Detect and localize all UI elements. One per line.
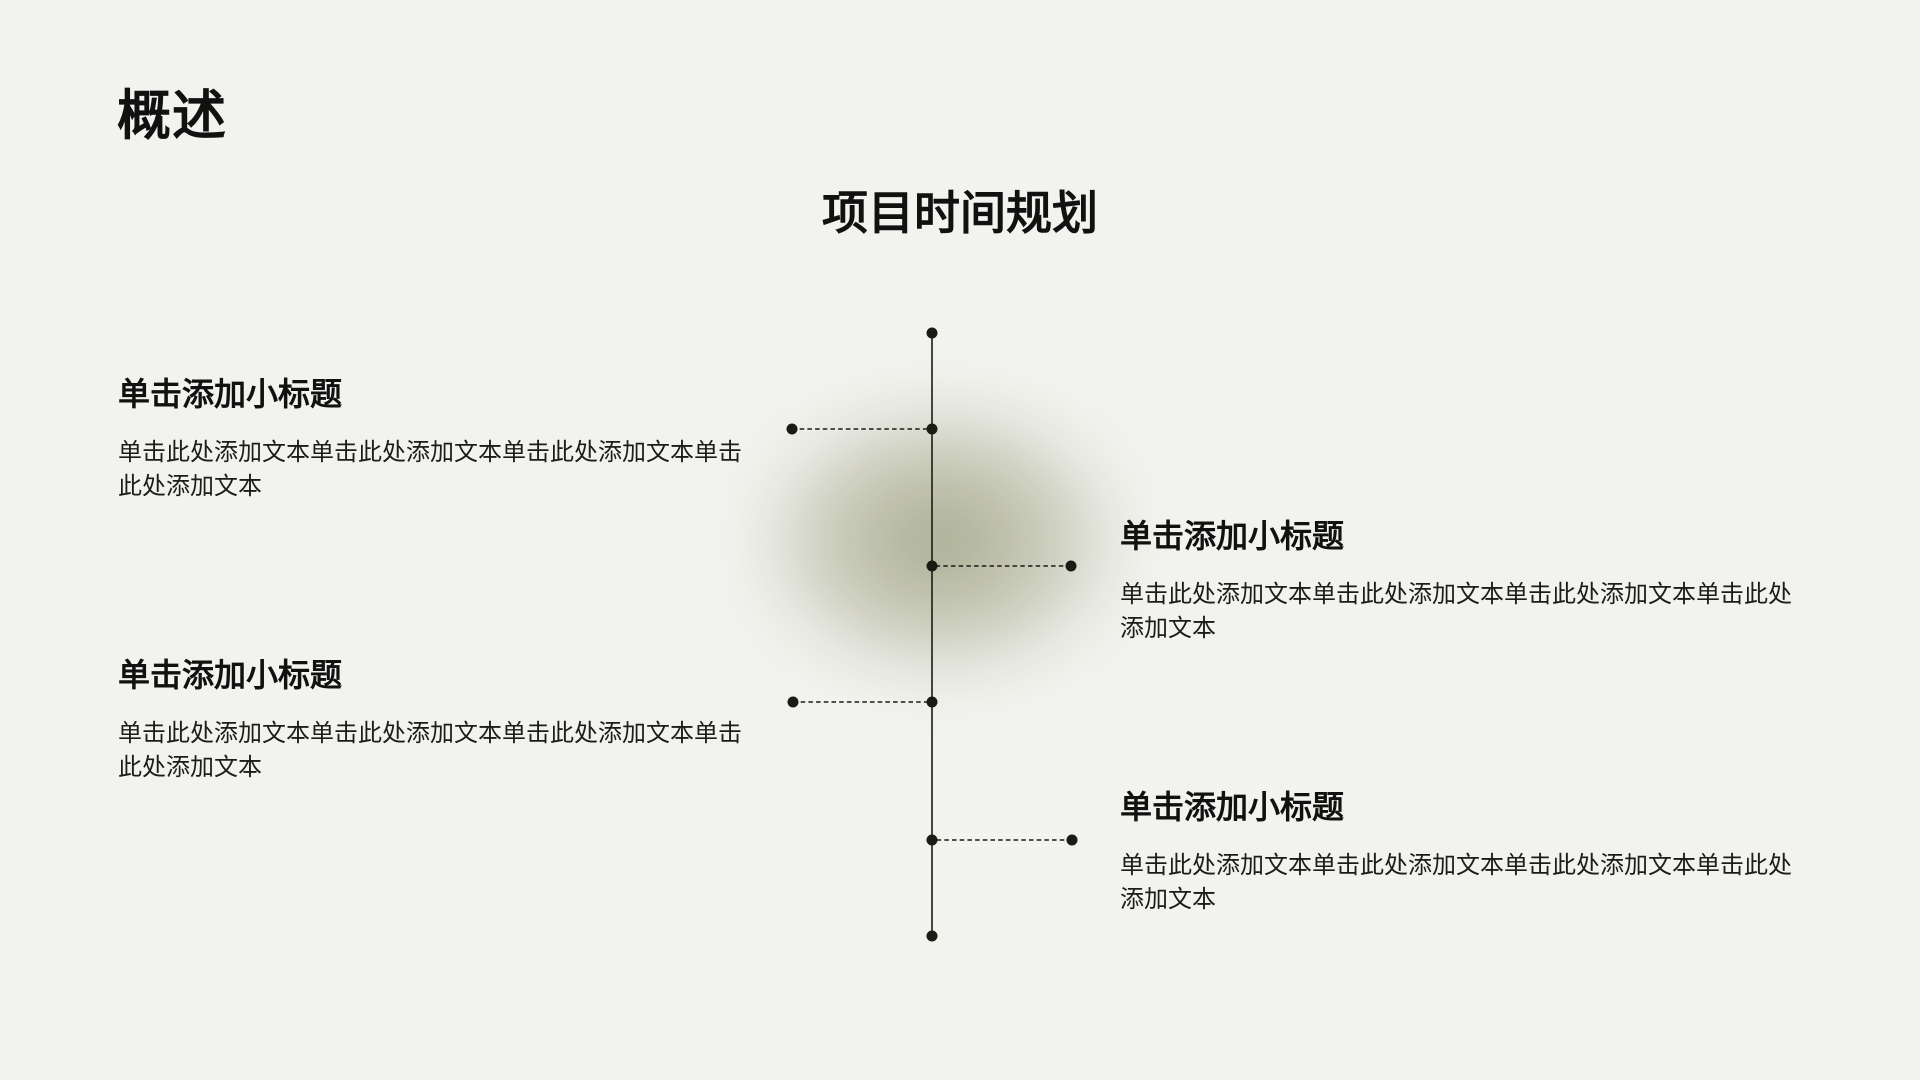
item-4-subtitle-placeholder[interactable]: 单击添加小标题 xyxy=(1120,789,1345,825)
timeline-branch-dot-2 xyxy=(1065,560,1077,572)
item-4-body-line-1: 单击此处添加文本单击此处添加文本单击此处添加文本单击此处 xyxy=(1120,851,1792,879)
timeline-axis-dot-5 xyxy=(926,834,938,846)
item-3-body-line-2: 此处添加文本 xyxy=(118,753,262,781)
item-3-subtitle-placeholder[interactable]: 单击添加小标题 xyxy=(118,657,343,693)
item-3-body-line-1: 单击此处添加文本单击此处添加文本单击此处添加文本单击 xyxy=(118,719,742,747)
timeline-axis-dot-6 xyxy=(926,930,938,942)
timeline-axis-dot-4 xyxy=(926,696,938,708)
slide-title: 概述 xyxy=(117,86,227,146)
timeline-axis-dot-3 xyxy=(926,560,938,572)
timeline-axis-dot-2 xyxy=(926,423,938,435)
item-1-body-line-2: 此处添加文本 xyxy=(118,472,262,500)
timeline-axis-dot-1 xyxy=(926,327,938,339)
timeline-item-3: 单击添加小标题 单击此处添加文本单击此处添加文本单击此处添加文本单击 此处添加文… xyxy=(118,655,766,785)
item-2-body-placeholder[interactable]: 单击此处添加文本单击此处添加文本单击此处添加文本单击此处 添加文本 xyxy=(1120,578,1820,646)
timeline-item-1: 单击添加小标题 单击此处添加文本单击此处添加文本单击此处添加文本单击 此处添加文… xyxy=(118,374,766,504)
item-1-body-placeholder[interactable]: 单击此处添加文本单击此处添加文本单击此处添加文本单击 此处添加文本 xyxy=(118,436,766,504)
item-3-body-placeholder[interactable]: 单击此处添加文本单击此处添加文本单击此处添加文本单击 此处添加文本 xyxy=(118,717,766,785)
item-2-body-line-1: 单击此处添加文本单击此处添加文本单击此处添加文本单击此处 xyxy=(1120,580,1792,608)
timeline-branch-dot-4 xyxy=(1066,834,1078,846)
timeline-branch-dot-1 xyxy=(786,423,798,435)
item-4-body-line-2: 添加文本 xyxy=(1120,885,1216,913)
item-1-body-line-1: 单击此处添加文本单击此处添加文本单击此处添加文本单击 xyxy=(118,438,742,466)
slide-heading: 项目时间规划 xyxy=(822,187,1098,239)
item-1-subtitle-placeholder[interactable]: 单击添加小标题 xyxy=(118,376,343,412)
item-2-body-line-2: 添加文本 xyxy=(1120,614,1216,642)
timeline-branch-dot-3 xyxy=(787,696,799,708)
item-2-subtitle-placeholder[interactable]: 单击添加小标题 xyxy=(1120,518,1345,554)
timeline-item-2: 单击添加小标题 单击此处添加文本单击此处添加文本单击此处添加文本单击此处 添加文… xyxy=(1120,516,1820,646)
item-4-body-placeholder[interactable]: 单击此处添加文本单击此处添加文本单击此处添加文本单击此处 添加文本 xyxy=(1120,849,1820,917)
timeline-item-4: 单击添加小标题 单击此处添加文本单击此处添加文本单击此处添加文本单击此处 添加文… xyxy=(1120,787,1820,917)
